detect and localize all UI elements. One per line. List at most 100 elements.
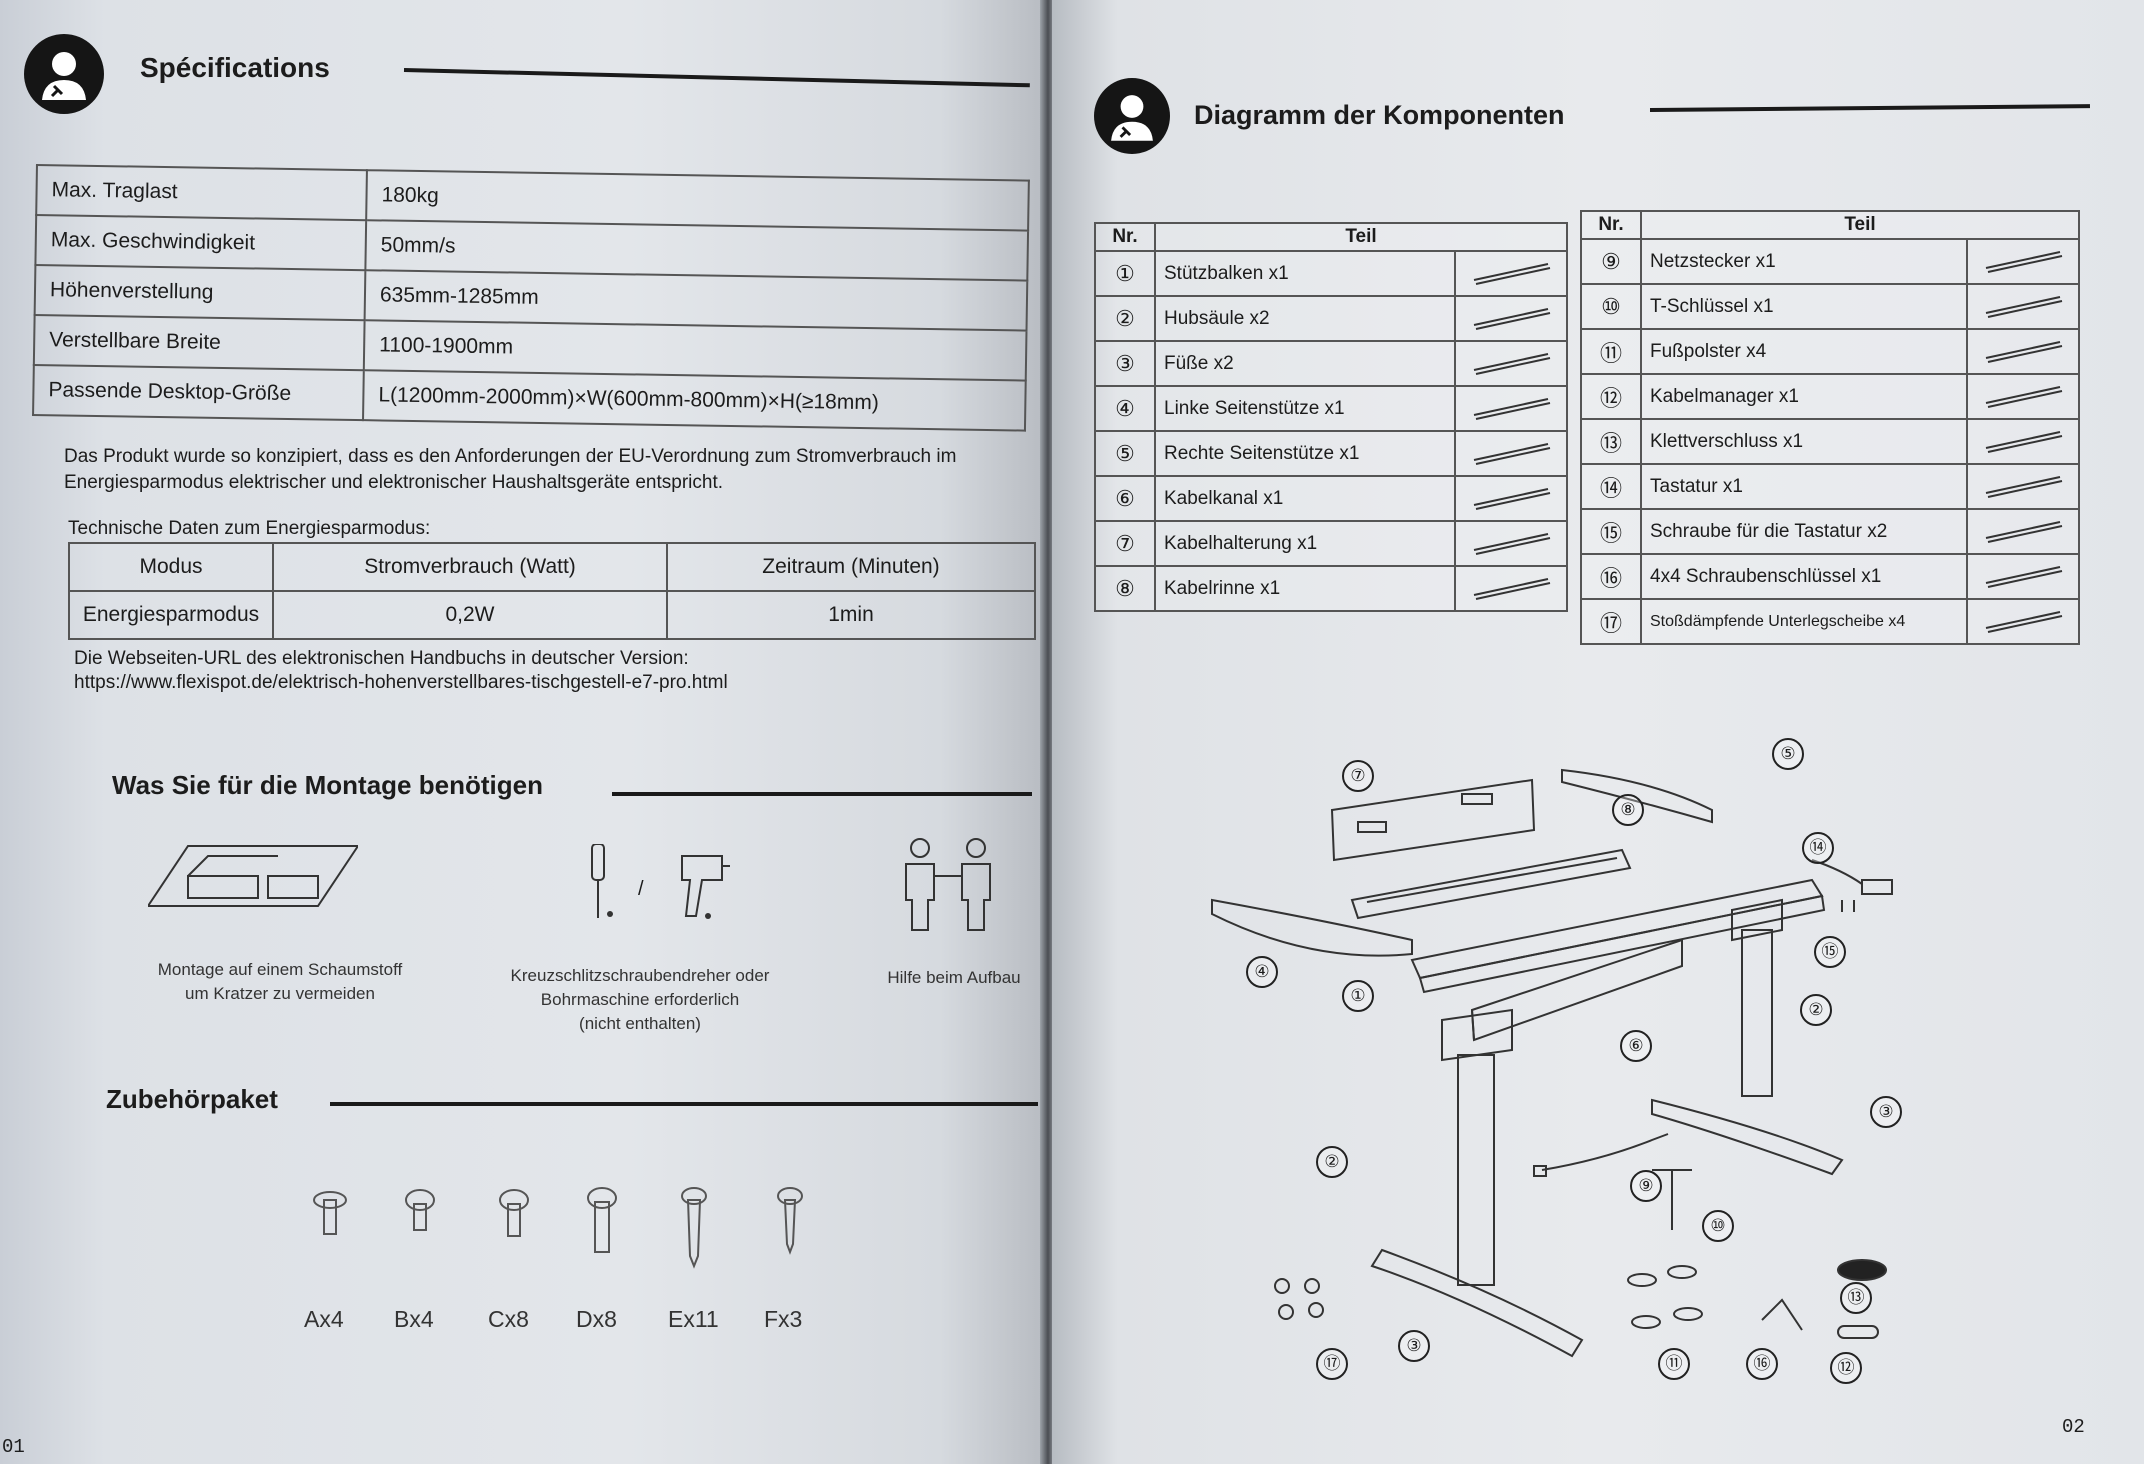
right-side-bracket <box>1561 768 1713 824</box>
support-beam <box>1410 878 1826 994</box>
spec-label: Passende Desktop-Größe <box>33 364 364 421</box>
cable-channel-part <box>1350 848 1632 920</box>
accessory-title: Zubehörpaket <box>106 1084 278 1114</box>
part-number: ① <box>1094 250 1156 297</box>
part-number: ④ <box>1094 385 1156 432</box>
cable-holder-icon <box>1466 532 1556 561</box>
callout-number: ④ <box>1246 956 1278 988</box>
cable-channel-icon <box>1466 577 1556 606</box>
part-number: ⑯ <box>1580 553 1642 600</box>
screw-icon <box>770 1186 810 1275</box>
assembly-title: Was Sie für die Montage benötigen <box>112 770 543 800</box>
part-name: 4x4 Schraubenschlüssel x1 <box>1640 553 1968 600</box>
power-cord-part <box>1533 1133 1669 1177</box>
hex-key-part <box>1761 1298 1803 1331</box>
callout-number: ⑪ <box>1658 1348 1690 1380</box>
part-name: Schraube für die Tastatur x2 <box>1640 508 1968 555</box>
part-name: T-Schlüssel x1 <box>1640 283 1968 330</box>
slash-separator: / <box>638 878 644 900</box>
foam-mat-icon <box>146 836 360 921</box>
part-name: Rechte Seitenstütze x1 <box>1154 430 1456 477</box>
foam-caption-line1: Montage auf einem Schaumstoff <box>157 960 403 979</box>
assembly-rule <box>612 792 1032 796</box>
tools-caption-line2: Bohrmaschine erforderlich <box>540 990 740 1009</box>
part-number: ⑫ <box>1580 373 1642 420</box>
energy-header-period: Zeitraum (Minuten) <box>666 542 1036 592</box>
part-number: ⑧ <box>1094 565 1156 612</box>
specifications-title: Spécifications <box>140 52 330 83</box>
screwdriver-icon <box>584 843 614 929</box>
part-number: ⑮ <box>1580 508 1642 555</box>
components-rule <box>1649 104 2091 112</box>
foot-pad-icon <box>1978 340 2068 369</box>
hex-key-icon <box>1978 565 2068 594</box>
parts-header-part: Teil <box>1640 210 2080 240</box>
part-name: Kabelkanal x1 <box>1154 475 1456 522</box>
hardware-label: Ex11 <box>668 1306 719 1332</box>
beam-icon <box>1466 262 1556 291</box>
parts-header-nr: Nr. <box>1094 222 1156 252</box>
lifting-column-right <box>1731 898 1783 1097</box>
part-name: Linke Seitenstütze x1 <box>1154 385 1456 432</box>
spec-label: Verstellbare Breite <box>33 314 365 371</box>
lifting-column-left <box>1441 1008 1513 1286</box>
part-name: Stützbalken x1 <box>1154 250 1456 297</box>
part-name: Kabelmanager x1 <box>1640 373 1968 420</box>
drill-icon <box>672 836 732 931</box>
callout-number: ⑮ <box>1814 936 1846 968</box>
foot-pads-part <box>1627 1265 1703 1329</box>
side-bracket-icon <box>1466 397 1556 426</box>
part-name: Tastatur x1 <box>1640 463 1968 510</box>
callout-number: ⑦ <box>1342 760 1374 792</box>
part-number: ⑦ <box>1094 520 1156 567</box>
part-name: Klettverschluss x1 <box>1640 418 1968 465</box>
accessory-rule <box>330 1102 1038 1106</box>
part-number: ⑰ <box>1580 598 1642 645</box>
part-number: ⑨ <box>1580 238 1642 285</box>
screw-icon <box>1978 520 2068 549</box>
technician-icon <box>1094 78 1170 154</box>
spec-label: Höhenverstellung <box>34 265 366 321</box>
callout-number: ⑩ <box>1702 1210 1734 1242</box>
part-name: Hubsäule x2 <box>1154 295 1456 342</box>
foam-caption-line2: um Kratzer zu vermeiden <box>185 984 375 1003</box>
manual-url-label: Die Webseiten-URL des elektronischen Han… <box>74 648 689 669</box>
foot-left <box>1370 1248 1584 1358</box>
part-name: Kabelhalterung x1 <box>1154 520 1456 567</box>
screw-icon <box>674 1186 714 1275</box>
two-people-icon <box>892 836 1004 941</box>
part-number: ⑭ <box>1580 463 1642 510</box>
parts-header-nr: Nr. <box>1580 210 1642 240</box>
keypad-icon <box>1978 475 2068 504</box>
callout-number: ② <box>1316 1146 1348 1178</box>
hardware-label: Dx8 <box>576 1306 617 1332</box>
components-title: Diagramm der Komponenten <box>1194 100 1565 130</box>
callout-number: ② <box>1800 994 1832 1026</box>
part-number: ② <box>1094 295 1156 342</box>
cable-tray-icon <box>1466 487 1556 516</box>
part-name: Füße x2 <box>1154 340 1456 387</box>
left-side-bracket <box>1211 898 1413 957</box>
callout-number: ③ <box>1398 1330 1430 1362</box>
callout-number: ① <box>1342 980 1374 1012</box>
t-wrench-part <box>1652 1169 1692 1230</box>
callout-number: ③ <box>1870 1096 1902 1128</box>
eu-regulation-text: Das Produkt wurde so konzipiert, dass es… <box>64 446 957 493</box>
manual-url: https://www.flexispot.de/elektrisch-hohe… <box>74 672 728 693</box>
hardware-label: Cx8 <box>488 1306 529 1332</box>
callout-number: ⑬ <box>1840 1282 1872 1314</box>
keypad-part <box>1811 859 1893 895</box>
part-number: ⑪ <box>1580 328 1642 375</box>
